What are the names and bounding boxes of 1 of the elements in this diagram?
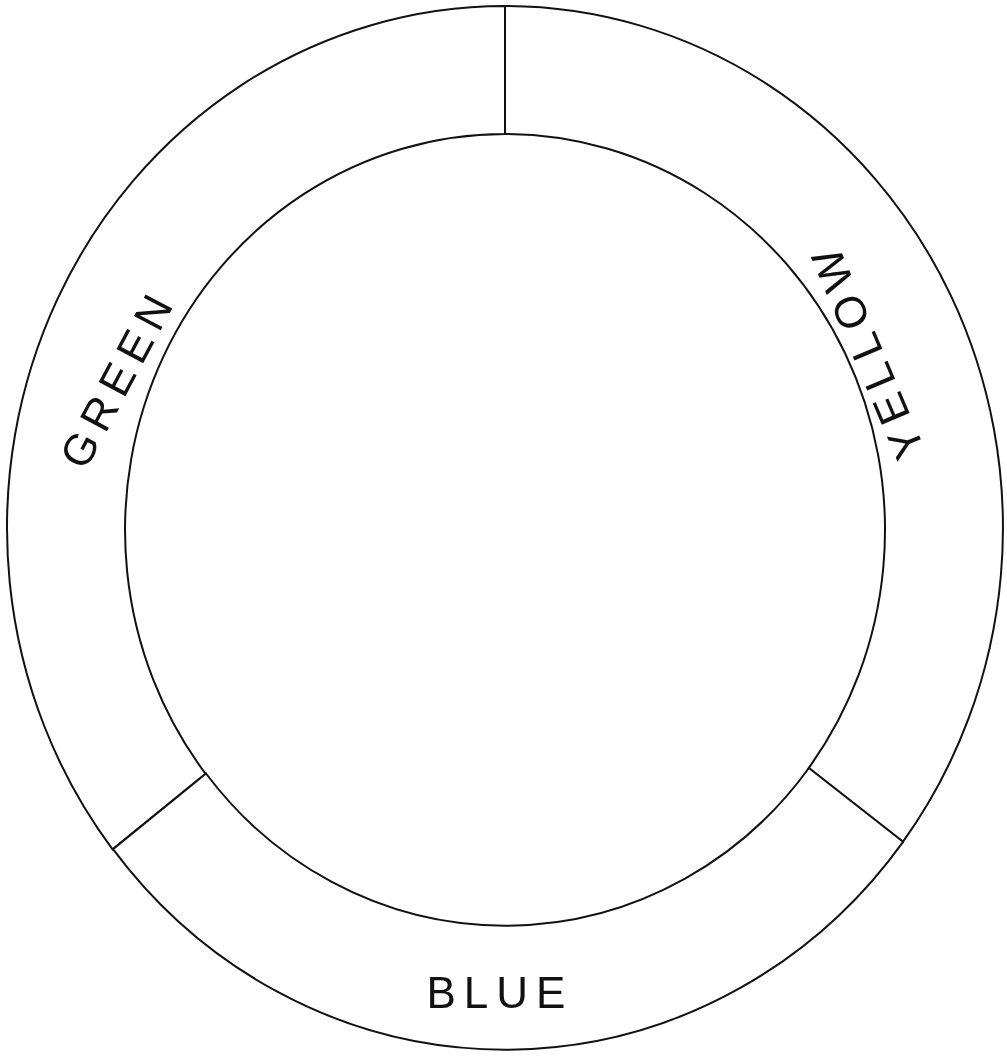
segment-label: BLUE: [426, 971, 574, 1015]
